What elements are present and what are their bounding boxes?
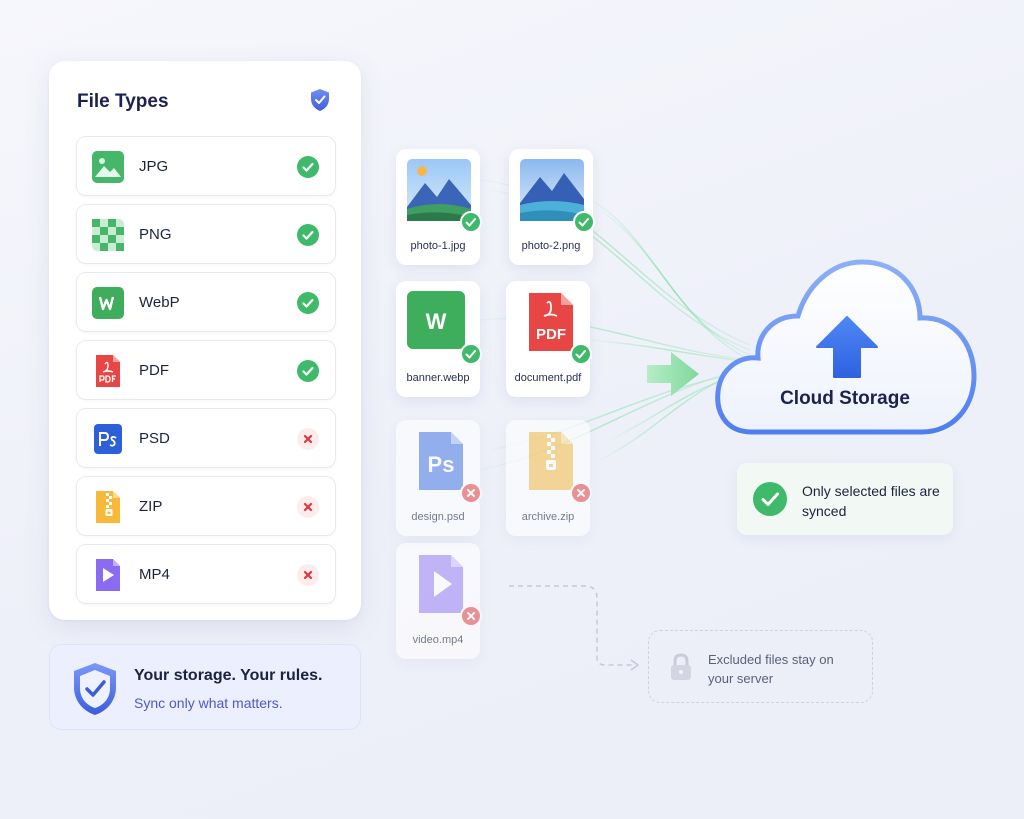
- file-name: archive.zip: [521, 511, 575, 523]
- file-type-label: PSD: [139, 430, 170, 447]
- pdf-icon: PDF: [529, 293, 573, 351]
- file-type-png[interactable]: PNG: [76, 204, 336, 264]
- webp-letter: W: [426, 309, 447, 334]
- check-icon: [297, 224, 319, 246]
- file-card-photo-2[interactable]: photo-2.png: [509, 149, 595, 265]
- banner-subtitle: Sync only what matters.: [134, 695, 283, 711]
- synced-note-text: Only selected files are synced: [802, 483, 940, 519]
- file-type-label: PNG: [139, 226, 172, 243]
- file-type-psd[interactable]: PSD: [76, 408, 336, 468]
- psd-letters: Ps: [428, 452, 455, 477]
- shield-check-icon: [311, 89, 329, 111]
- check-icon: [297, 292, 319, 314]
- video-icon: [96, 559, 120, 591]
- dashed-connector: [509, 585, 640, 671]
- landscape-image-icon: [407, 159, 471, 221]
- pdf-icon: [96, 355, 120, 387]
- pdf-letters: PDF: [536, 326, 566, 343]
- video-icon: [419, 555, 463, 613]
- file-name: photo-1.jpg: [410, 240, 466, 252]
- file-card-design[interactable]: Ps design.psd: [396, 420, 482, 536]
- file-card-video[interactable]: video.mp4: [396, 543, 482, 659]
- check-icon: [460, 343, 482, 365]
- file-name: video.mp4: [412, 634, 464, 646]
- excluded-note-text: Excluded files stay on your server: [708, 652, 834, 686]
- file-name: photo-2.png: [521, 240, 581, 252]
- file-name: document.pdf: [514, 372, 582, 384]
- file-type-label: MP4: [139, 566, 170, 583]
- banner-title: Your storage. Your rules.: [134, 667, 323, 684]
- file-type-label: WebP: [139, 294, 180, 311]
- close-icon: [460, 482, 482, 504]
- file-type-label: JPG: [139, 158, 169, 175]
- file-types-panel: File Types JPG PNG: [49, 61, 361, 620]
- close-icon: [297, 428, 319, 450]
- cloud-storage-label: Cloud Storage: [780, 388, 910, 409]
- file-name: design.psd: [411, 511, 465, 523]
- shield-check-icon: [74, 663, 116, 715]
- excluded-note: Excluded files stay on your server: [648, 630, 873, 703]
- cloud-storage-icon: [715, 259, 977, 435]
- check-icon: [297, 156, 319, 178]
- file-type-zip[interactable]: ZIP: [76, 476, 336, 536]
- file-card-photo-1[interactable]: photo-1.jpg: [396, 149, 482, 265]
- close-icon: [297, 496, 319, 518]
- file-type-mp4[interactable]: MP4: [76, 544, 336, 604]
- photoshop-icon: [94, 424, 122, 454]
- file-card-archive[interactable]: archive.zip: [506, 420, 592, 536]
- webp-icon: [92, 287, 124, 319]
- file-card-document[interactable]: PDF document.pdf: [506, 281, 592, 397]
- lock-icon: [671, 653, 691, 680]
- check-icon: [297, 360, 319, 382]
- file-type-jpg[interactable]: JPG: [76, 136, 336, 196]
- image-icon: [92, 151, 124, 183]
- check-icon: [573, 211, 595, 233]
- file-card-banner[interactable]: W banner.webp: [396, 281, 482, 397]
- zip-icon: [529, 432, 573, 490]
- file-type-pdf[interactable]: PDF: [76, 340, 336, 400]
- file-type-label: PDF: [139, 362, 169, 379]
- check-icon: [460, 211, 482, 233]
- file-type-webp[interactable]: WebP: [76, 272, 336, 332]
- synced-note: Only selected files are synced: [737, 463, 953, 535]
- file-name: banner.webp: [406, 372, 470, 384]
- close-icon: [297, 564, 319, 586]
- check-circle-icon: [753, 482, 787, 516]
- zip-icon: [96, 491, 120, 523]
- photoshop-icon: Ps: [419, 432, 463, 490]
- file-type-label: ZIP: [139, 498, 163, 515]
- panel-title: File Types: [77, 91, 169, 112]
- close-icon: [460, 605, 482, 627]
- landscape-image-icon: [520, 159, 584, 221]
- check-icon: [570, 343, 592, 365]
- arrow-right-icon: [647, 352, 699, 396]
- storage-rules-banner: Your storage. Your rules. Sync only what…: [49, 644, 361, 730]
- webp-icon: W: [407, 291, 465, 349]
- close-icon: [570, 482, 592, 504]
- checker-icon: [92, 219, 124, 251]
